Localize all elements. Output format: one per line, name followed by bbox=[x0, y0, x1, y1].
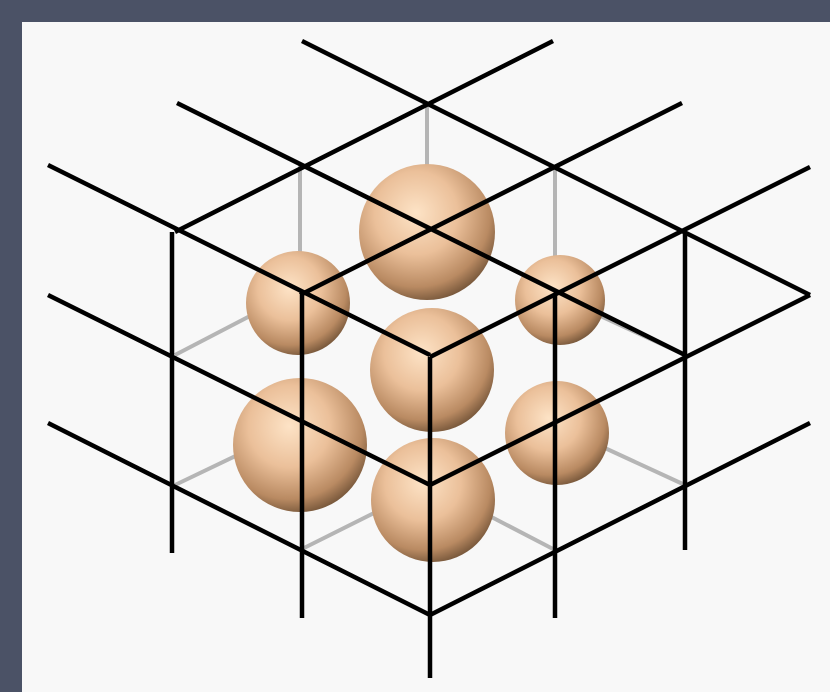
lattice-diagram bbox=[22, 22, 830, 692]
diagram-canvas bbox=[22, 22, 830, 692]
sphere bbox=[515, 255, 605, 345]
sphere bbox=[246, 251, 350, 355]
lattice-edge bbox=[300, 103, 682, 295]
sphere bbox=[371, 438, 495, 562]
